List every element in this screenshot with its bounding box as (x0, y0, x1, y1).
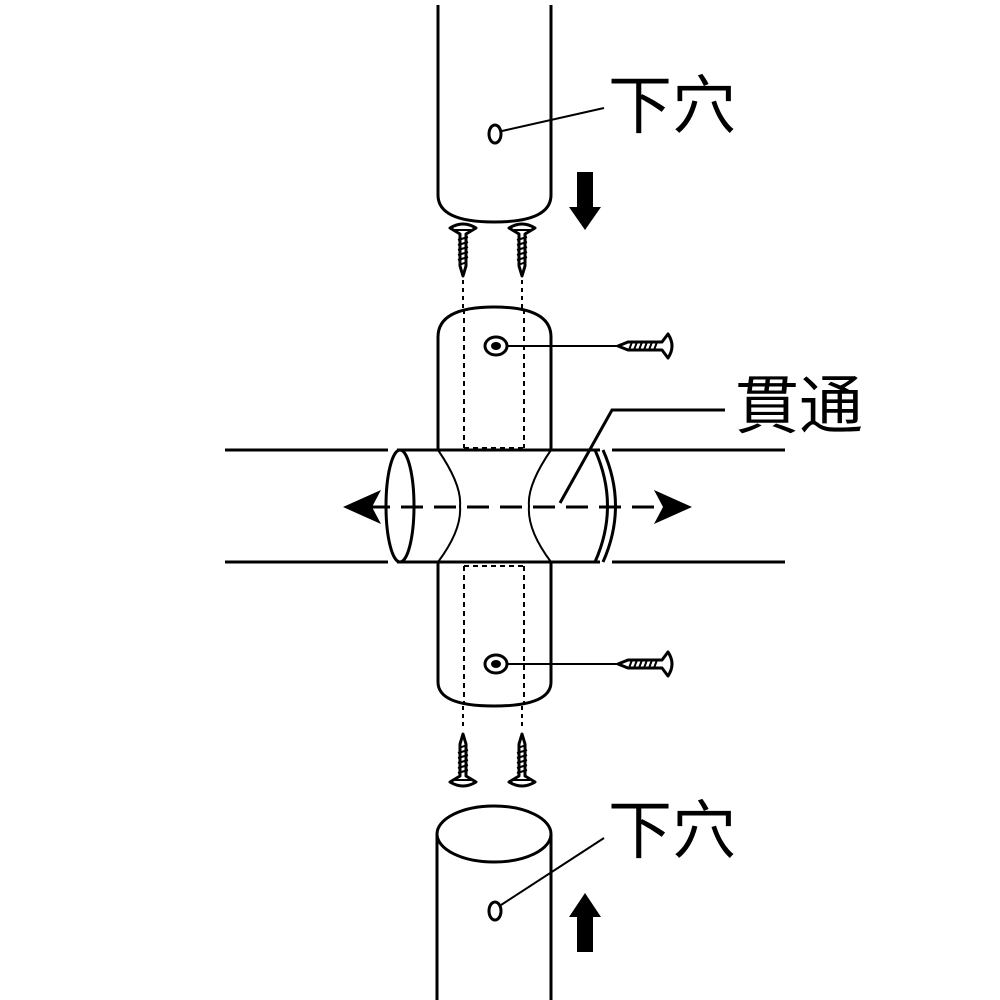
wood-screw-icon (448, 732, 478, 788)
through-label: 貫通 (735, 370, 863, 444)
screw-guide-line (462, 280, 523, 730)
arrow-right-icon (654, 490, 692, 524)
wood-screw-icon (616, 650, 674, 678)
arrow-up-icon (569, 893, 601, 952)
joint-screw-hole (483, 653, 509, 675)
horizontal-pipe (225, 448, 785, 564)
bottom-pipe (435, 804, 553, 1000)
bottom-pilot-hole (487, 900, 503, 922)
wood-screw-icon (448, 222, 478, 278)
arrow-left-icon (343, 490, 381, 524)
top-pilot-hole (487, 123, 503, 145)
top-hole-label: 下穴 (608, 70, 736, 144)
bottom-hole-leader (500, 837, 605, 906)
wood-screw-icon (616, 332, 674, 360)
joint-screw-hole (483, 335, 509, 357)
top-hole-leader (501, 107, 605, 132)
arrow-down-icon (569, 172, 601, 230)
wood-screw-icon (507, 222, 537, 278)
socket-hidden-lines (463, 309, 525, 705)
top-pipe (436, 5, 553, 224)
bottom-hole-label: 下穴 (608, 795, 736, 869)
wood-screw-icon (507, 732, 537, 788)
through-leader (558, 408, 725, 504)
